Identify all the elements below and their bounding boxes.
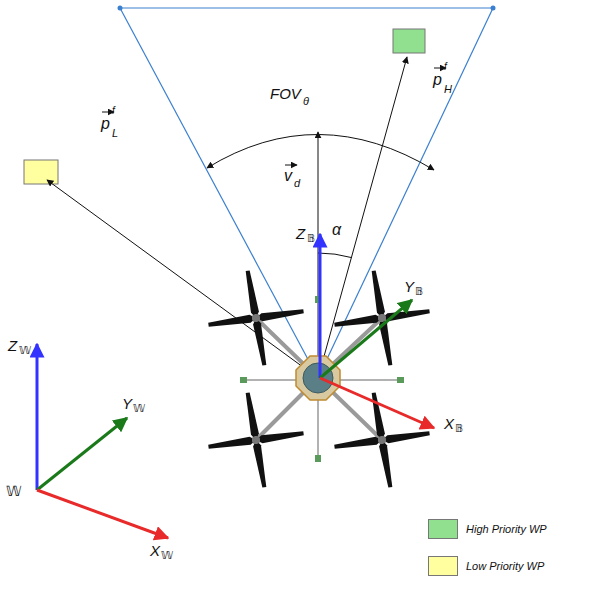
fov-label: FOV: [270, 86, 301, 101]
legend-text: High Priority WP: [466, 523, 547, 535]
legend-swatch: [428, 519, 458, 539]
legend-row: Low Priority WP: [428, 556, 544, 576]
alpha-arc: [318, 253, 352, 258]
fov-subscript: θ: [303, 96, 309, 107]
fov-cone: [120, 8, 493, 378]
frame-subscript: 𝕎: [133, 403, 145, 414]
vector-label: p: [101, 116, 110, 132]
frame-label: 𝕎: [6, 484, 22, 498]
axis-label: Z: [8, 338, 17, 353]
world-y-axis: [37, 418, 127, 490]
axis-label: X: [444, 416, 454, 431]
axis-label: Z: [296, 226, 305, 241]
axis-label: Y: [404, 279, 414, 294]
cone-dot: [118, 6, 123, 11]
legend-text: Low Priority WP: [466, 560, 544, 572]
vector-superscript: f: [444, 62, 447, 72]
body-x-axis: [320, 378, 434, 428]
high-priority-waypoint: [393, 29, 425, 53]
frame-subscript: 𝔹: [307, 233, 315, 244]
vector-label: p: [433, 72, 442, 88]
velocity-subscript: d: [294, 178, 300, 189]
vector-subscript: L: [112, 128, 118, 139]
axis-label: Y: [122, 396, 132, 411]
low-priority-vector: [47, 180, 318, 378]
frame-subscript: 𝔹: [455, 423, 463, 434]
velocity-label: v: [284, 168, 292, 184]
frame-subscript: 𝕎: [161, 550, 173, 561]
axis-label: X: [150, 543, 160, 558]
fov-arc: [207, 134, 434, 170]
angle-label: α: [332, 222, 341, 238]
frame-subscript: 𝕎: [19, 345, 31, 356]
world-x-axis: [37, 490, 168, 538]
legend-swatch: [428, 556, 458, 576]
vector-subscript: H: [444, 84, 452, 95]
low-priority-waypoint: [24, 160, 58, 184]
body-y-axis: [320, 300, 412, 378]
vector-accent: [102, 68, 446, 165]
frame-subscript: 𝔹: [415, 286, 423, 297]
vector-superscript: f: [112, 106, 115, 116]
cone-dot: [491, 6, 496, 11]
legend-row: High Priority WP: [428, 519, 547, 539]
world-z-axis: [36, 344, 39, 490]
body-z-axis: [319, 234, 322, 378]
high-priority-vector: [318, 57, 407, 378]
